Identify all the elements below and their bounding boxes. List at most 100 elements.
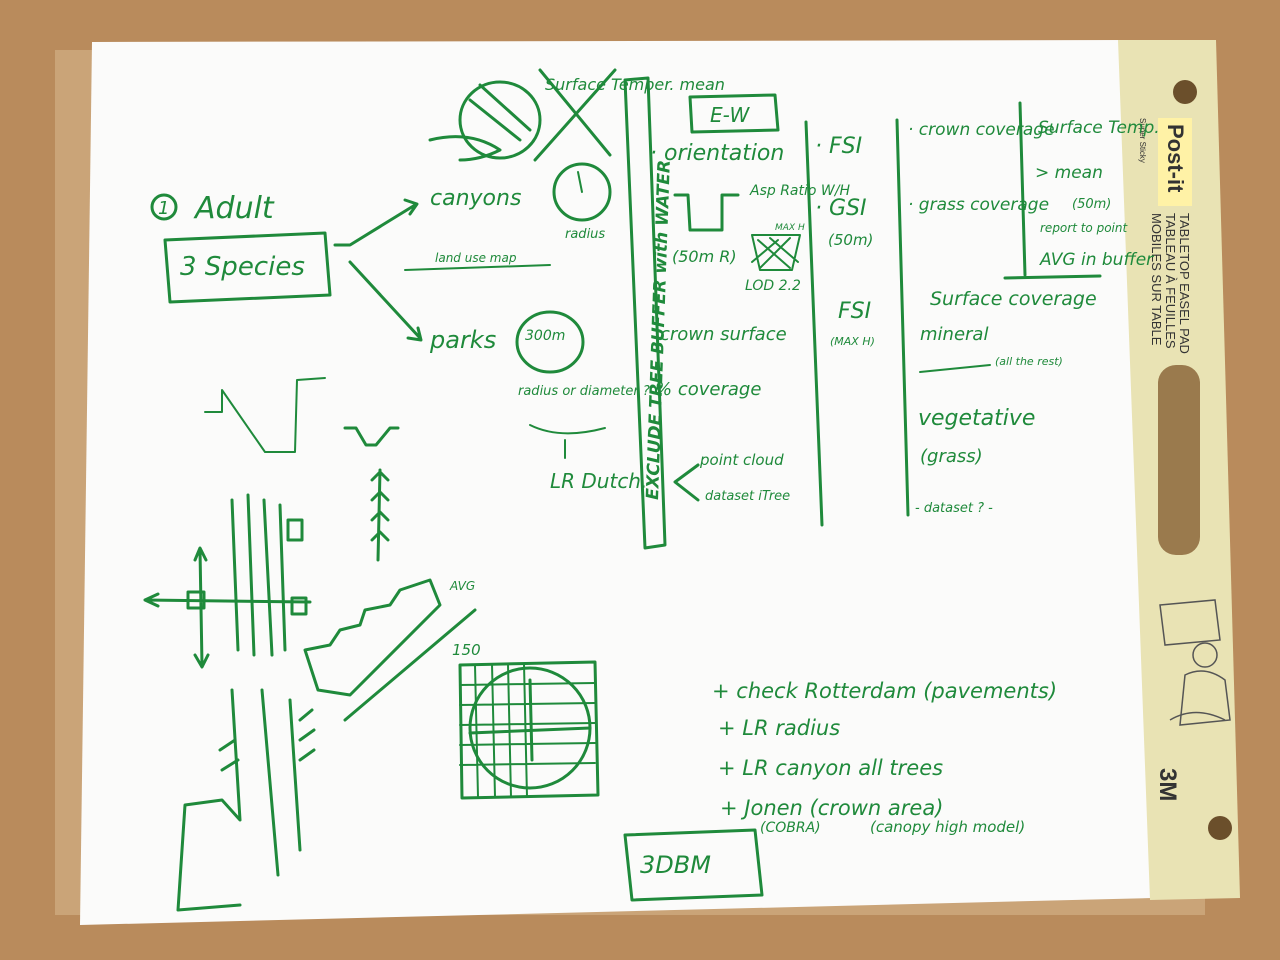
crown-surface-label: crown surface [660, 324, 787, 345]
radius-question: radius or diameter ? [518, 384, 650, 399]
mineral-label: mineral [920, 324, 988, 345]
sketch-box-right [290, 596, 308, 616]
todo-item-3: + LR canyon all trees [718, 756, 943, 780]
pointer-chevron [673, 463, 700, 502]
todo-item-4: + Jonen (crown area) [720, 796, 943, 820]
divider-3 [1018, 101, 1027, 277]
crossed-words: Surface Temper. mean [545, 75, 725, 94]
number-label: 1 [158, 198, 169, 219]
tree-stack [370, 468, 390, 562]
buffer-column [623, 76, 667, 550]
sketch-box-top [286, 518, 304, 542]
scribbled-tree [458, 80, 542, 160]
coverage-label: % coverage [655, 379, 761, 400]
tree-scribble [428, 83, 532, 162]
species-box [163, 231, 332, 304]
divider-2 [895, 118, 910, 517]
hatch-marks [218, 708, 316, 772]
post-it-logo: Post-it [1163, 124, 1188, 193]
grid-axis [468, 678, 592, 762]
number-circle [150, 193, 178, 221]
all-the-rest-label: (all the rest) [995, 355, 1063, 368]
easel-paper [80, 40, 1152, 925]
dataset-label: dataset iTree [705, 489, 790, 504]
pad-line-3: MOBILES SUR TABLE [1149, 213, 1164, 346]
orientation-label: · orientation [650, 141, 784, 166]
todo-item-2: + LR radius [718, 716, 840, 740]
vegetative-label: vegetative [918, 406, 1035, 431]
canyon-u-glyph [673, 193, 740, 232]
lr-dutch-label: LR Dutch. [550, 469, 647, 493]
fsi2-sub-label: (MAX H) [830, 335, 875, 348]
pad-maker: 3M [1154, 768, 1181, 801]
radius-line [577, 171, 583, 193]
sketch-area: AVG [143, 377, 477, 912]
3dbm-label: 3DBM [640, 851, 711, 879]
ew-box [688, 93, 780, 134]
divider-1 [804, 120, 824, 527]
cross-section-sketch [204, 377, 326, 453]
adult-title: Adult [193, 191, 275, 226]
grid-label: 150 [452, 641, 481, 659]
gsi-radius-label: (50m) [828, 231, 873, 249]
asp-ratio-label: Asp Ratio W/H [749, 183, 850, 199]
cross-out-x [533, 68, 617, 162]
road-lines [230, 493, 287, 657]
grass-label: (grass) [920, 446, 983, 467]
dataset-question-label: - dataset ? - [915, 501, 993, 516]
species-label: 3 Species [180, 252, 305, 282]
sideline [1003, 274, 1102, 280]
buffer-50m-label: (50m) [1072, 197, 1111, 212]
lod-label: LOD 2.2 [745, 278, 801, 294]
canyons-label: canyons [430, 186, 521, 211]
park-radius-label: 300m [525, 328, 565, 344]
avg-label: AVG [449, 579, 475, 593]
fsi-label: · FSI [815, 134, 862, 159]
grid-frame [458, 660, 600, 800]
binding-hole-top [1173, 80, 1197, 104]
radius-question-bracket [529, 424, 606, 435]
center-block: Surface Temper. mean radius EXCLUDE TREE… [428, 68, 850, 550]
canyon-sketch-2 [343, 426, 400, 447]
stair-buildings [303, 578, 442, 697]
mineral-strike [919, 364, 991, 373]
point-cloud-label: point cloud [699, 451, 784, 469]
parks-label: parks [429, 326, 496, 354]
fsi2-label: FSI [838, 299, 871, 324]
surface-mean-label: > mean [1035, 163, 1103, 183]
todo-item-1: + check Rotterdam (pavements) [712, 679, 1057, 703]
radius-label: radius [565, 227, 605, 242]
pad-line-1: TABLETOP EASEL PAD [1177, 213, 1192, 354]
ew-label: E-W [710, 103, 751, 127]
sketch-box-left [186, 590, 206, 610]
diagonal-street [343, 608, 477, 722]
pad-illustration [1159, 599, 1231, 726]
3dbm-box [623, 828, 764, 902]
gsi-label: · GSI [815, 196, 867, 221]
grid-sketch: 150 [452, 641, 600, 800]
street-plan [176, 688, 302, 912]
canyon-radius-label: (50m R) [672, 247, 737, 266]
grass-coverage-label: · grass coverage [908, 195, 1049, 215]
pad-small-label: Super Sticky [1138, 118, 1147, 163]
lod-hatch [751, 234, 801, 271]
crown-coverage-label: · crown coverage [908, 120, 1055, 140]
avg-buffer-label: AVG in buffer [1039, 250, 1154, 270]
max-h-label: MAX H [775, 223, 805, 233]
right-block: · FSI · GSI (50m) FSI (MAX H) · crown co… [804, 101, 1160, 527]
surface-coverage-label: Surface coverage [930, 288, 1097, 310]
branch-arrow-down [348, 260, 423, 342]
post-it-logo-bg [1158, 118, 1192, 206]
binding-slot [1158, 365, 1200, 555]
binding-hole-bottom [1208, 816, 1232, 840]
left-block: 1 Adult 3 Species canyons land use map p… [150, 186, 650, 493]
park-radius-circle [515, 310, 585, 374]
report-label: report to point [1040, 221, 1128, 235]
binding-label-group: Post-it TABLETOP EASEL PAD TABLEAU À FEU… [1138, 118, 1192, 801]
pad-line-2: TABLEAU À FEUILLES [1163, 213, 1178, 349]
surface-temp-label: Surface Temp. [1038, 118, 1160, 138]
land-use-label: land use map [435, 251, 517, 265]
cobra-label: (COBRA) [760, 820, 821, 836]
radius-circle [552, 162, 612, 222]
